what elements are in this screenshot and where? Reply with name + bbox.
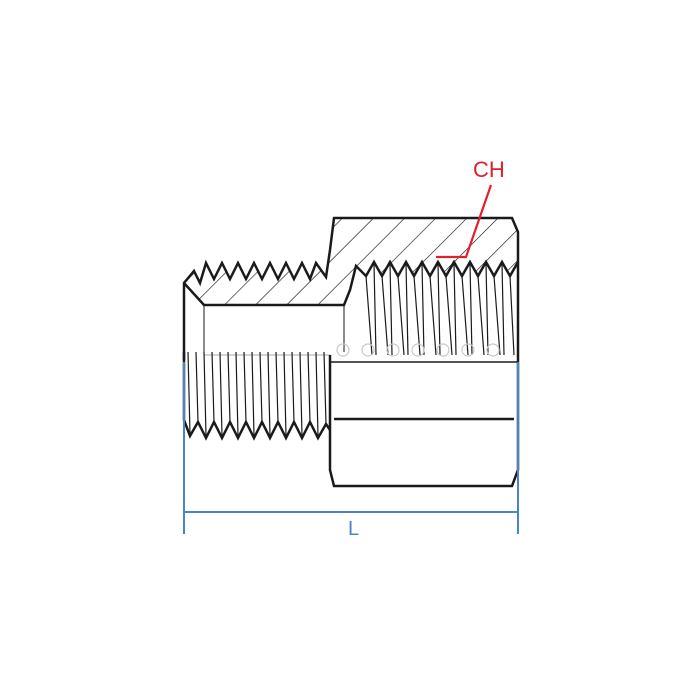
length-label: L: [348, 518, 360, 540]
male-thread-lower: [182, 352, 332, 441]
female-thread-lines: [365, 263, 515, 356]
length-dimension: [183, 362, 519, 534]
male-thread-lines: [187, 351, 327, 437]
section-hatch: [184, 218, 518, 305]
ch-label: CH: [473, 157, 505, 182]
hex-body-lower: [328, 355, 520, 488]
watermark-ornaments: [336, 343, 500, 357]
fitting-outline-upper: [182, 216, 520, 362]
ch-callout-leader: [436, 184, 493, 259]
